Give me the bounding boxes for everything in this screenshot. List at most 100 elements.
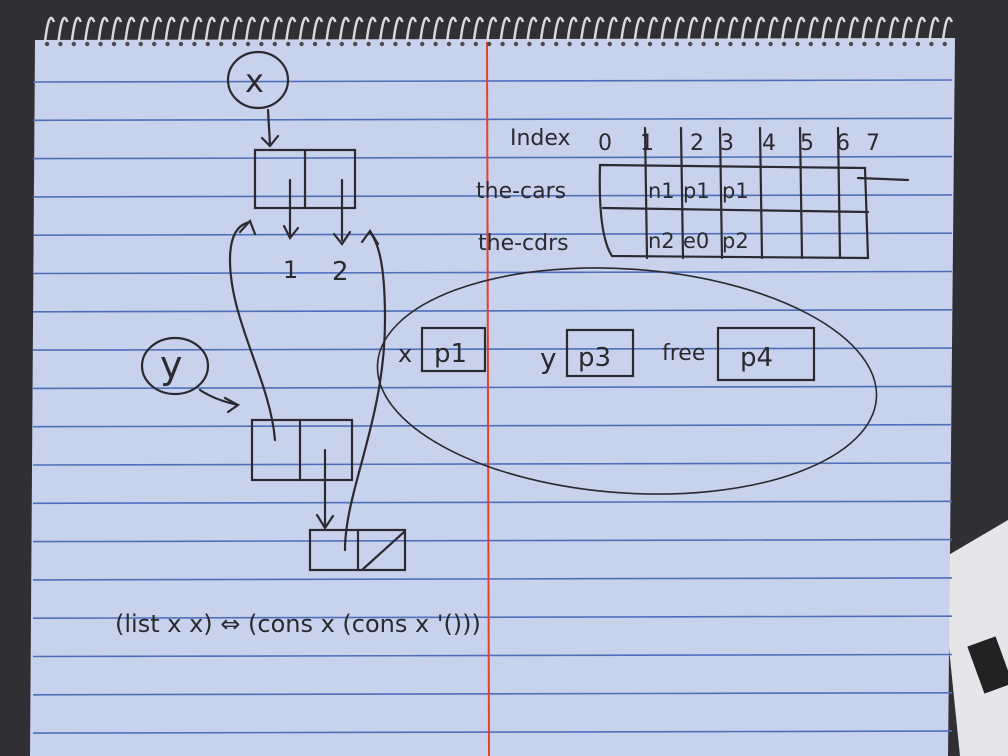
spiral-coil — [619, 16, 632, 43]
rule-line — [32, 270, 953, 275]
spiral-coil — [191, 16, 203, 43]
spiral-coil — [874, 16, 886, 43]
spiral-coil — [526, 16, 538, 43]
spiral-coil — [727, 16, 739, 43]
spiral-coil — [901, 16, 913, 43]
spiral-hole — [688, 41, 693, 47]
spiral-coil — [57, 16, 69, 43]
y-register-label: y — [540, 342, 557, 375]
spiral-coil — [673, 16, 685, 43]
spiral-coil — [459, 16, 471, 43]
y-register-value: p3 — [578, 343, 611, 373]
rule-line — [32, 232, 953, 236]
spiral-coil — [767, 16, 779, 43]
equation-text: (list x x) ⇔ (cons x (cons x '())) — [115, 610, 481, 638]
spiral-coil — [552, 16, 565, 43]
middle-cdr-arrow — [315, 448, 335, 531]
spiral-hole — [741, 41, 746, 47]
rule-line — [32, 308, 953, 313]
table-index-label: 3 — [720, 131, 734, 156]
table-index-label: 5 — [800, 131, 814, 156]
table-index-label: 6 — [836, 131, 850, 156]
spiral-hole — [915, 41, 921, 47]
memory-table-extra-line — [856, 176, 910, 182]
spiral-coil — [284, 16, 297, 43]
spiral-hole — [433, 41, 438, 47]
spiral-hole — [272, 41, 277, 47]
spiral-coil — [351, 16, 364, 43]
spiral-hole — [58, 41, 63, 47]
spiral-hole — [286, 41, 291, 47]
spiral-hole — [875, 41, 880, 47]
spiral-coil — [847, 16, 860, 43]
spiral-coil — [794, 16, 806, 43]
keyboard-key — [967, 636, 1008, 694]
spiral-coil — [633, 16, 645, 43]
rule-line — [32, 500, 953, 505]
spiral-coil — [941, 16, 953, 43]
spiral-coil — [700, 16, 712, 43]
spiral-hole — [527, 41, 532, 47]
table-cell-cars: p1 — [722, 179, 749, 203]
spiral-coil — [807, 16, 819, 43]
spiral-hole — [647, 41, 653, 47]
null-slash — [360, 530, 406, 572]
spiral-coil — [646, 16, 659, 43]
free-register-label: free — [662, 341, 705, 366]
spiral-hole — [540, 41, 545, 47]
memory-table-border — [598, 163, 870, 260]
spiral-coil — [70, 16, 82, 43]
spiral-coil — [820, 16, 833, 43]
spiral-hole — [889, 41, 894, 47]
rule-line — [32, 423, 953, 428]
spiral-binding — [43, 16, 953, 47]
car-arrow — [282, 178, 300, 241]
table-cell-cars: n1 — [648, 179, 675, 203]
rule-line — [32, 691, 953, 696]
table-cell-cars: p1 — [683, 179, 710, 203]
spiral-hole — [85, 41, 90, 47]
spiral-coil — [914, 16, 927, 43]
spiral-hole — [205, 41, 210, 47]
x-arrow — [260, 108, 280, 148]
spiral-coil — [137, 16, 149, 43]
middle-pair-box — [250, 418, 354, 482]
spiral-coil — [512, 16, 525, 43]
spiral-hole — [245, 41, 251, 47]
rule-line — [32, 462, 953, 466]
keyboard-corner — [940, 520, 1008, 756]
spiral-coil — [593, 16, 605, 43]
spiral-coil — [298, 16, 310, 43]
rule-line — [32, 730, 953, 734]
rule-line — [32, 577, 953, 581]
spiral-hole — [661, 41, 666, 47]
rule-line — [32, 79, 953, 83]
box-pointer-diagram — [140, 50, 910, 572]
table-column-line — [718, 126, 724, 260]
spiral-coil — [928, 16, 940, 43]
free-register-value: p4 — [740, 343, 773, 373]
spiral-hole — [299, 41, 304, 47]
x-register-label: x — [398, 340, 412, 368]
paper — [30, 38, 955, 756]
spiral-coil — [365, 16, 377, 43]
spiral-coil — [405, 16, 417, 43]
y-var-label: y — [160, 343, 183, 387]
spiral-hole — [219, 41, 224, 47]
rule-line — [32, 615, 953, 620]
spiral-coil — [579, 16, 592, 43]
spiral-coil — [472, 16, 484, 43]
spiral-hole — [781, 41, 787, 47]
rule-line — [32, 538, 953, 543]
spiral-coil — [204, 16, 216, 43]
spiral-hole — [98, 41, 103, 47]
spiral-hole — [446, 41, 452, 47]
x-var-label: x — [245, 62, 264, 100]
spiral-hole — [567, 41, 572, 47]
spiral-hole — [942, 41, 947, 47]
spiral-hole — [420, 41, 425, 47]
spiral-hole — [165, 41, 170, 47]
table-index-label: 1 — [640, 131, 654, 156]
table-cell-cdrs: n2 — [648, 229, 675, 253]
the-cars-label: the-cars — [476, 179, 566, 204]
